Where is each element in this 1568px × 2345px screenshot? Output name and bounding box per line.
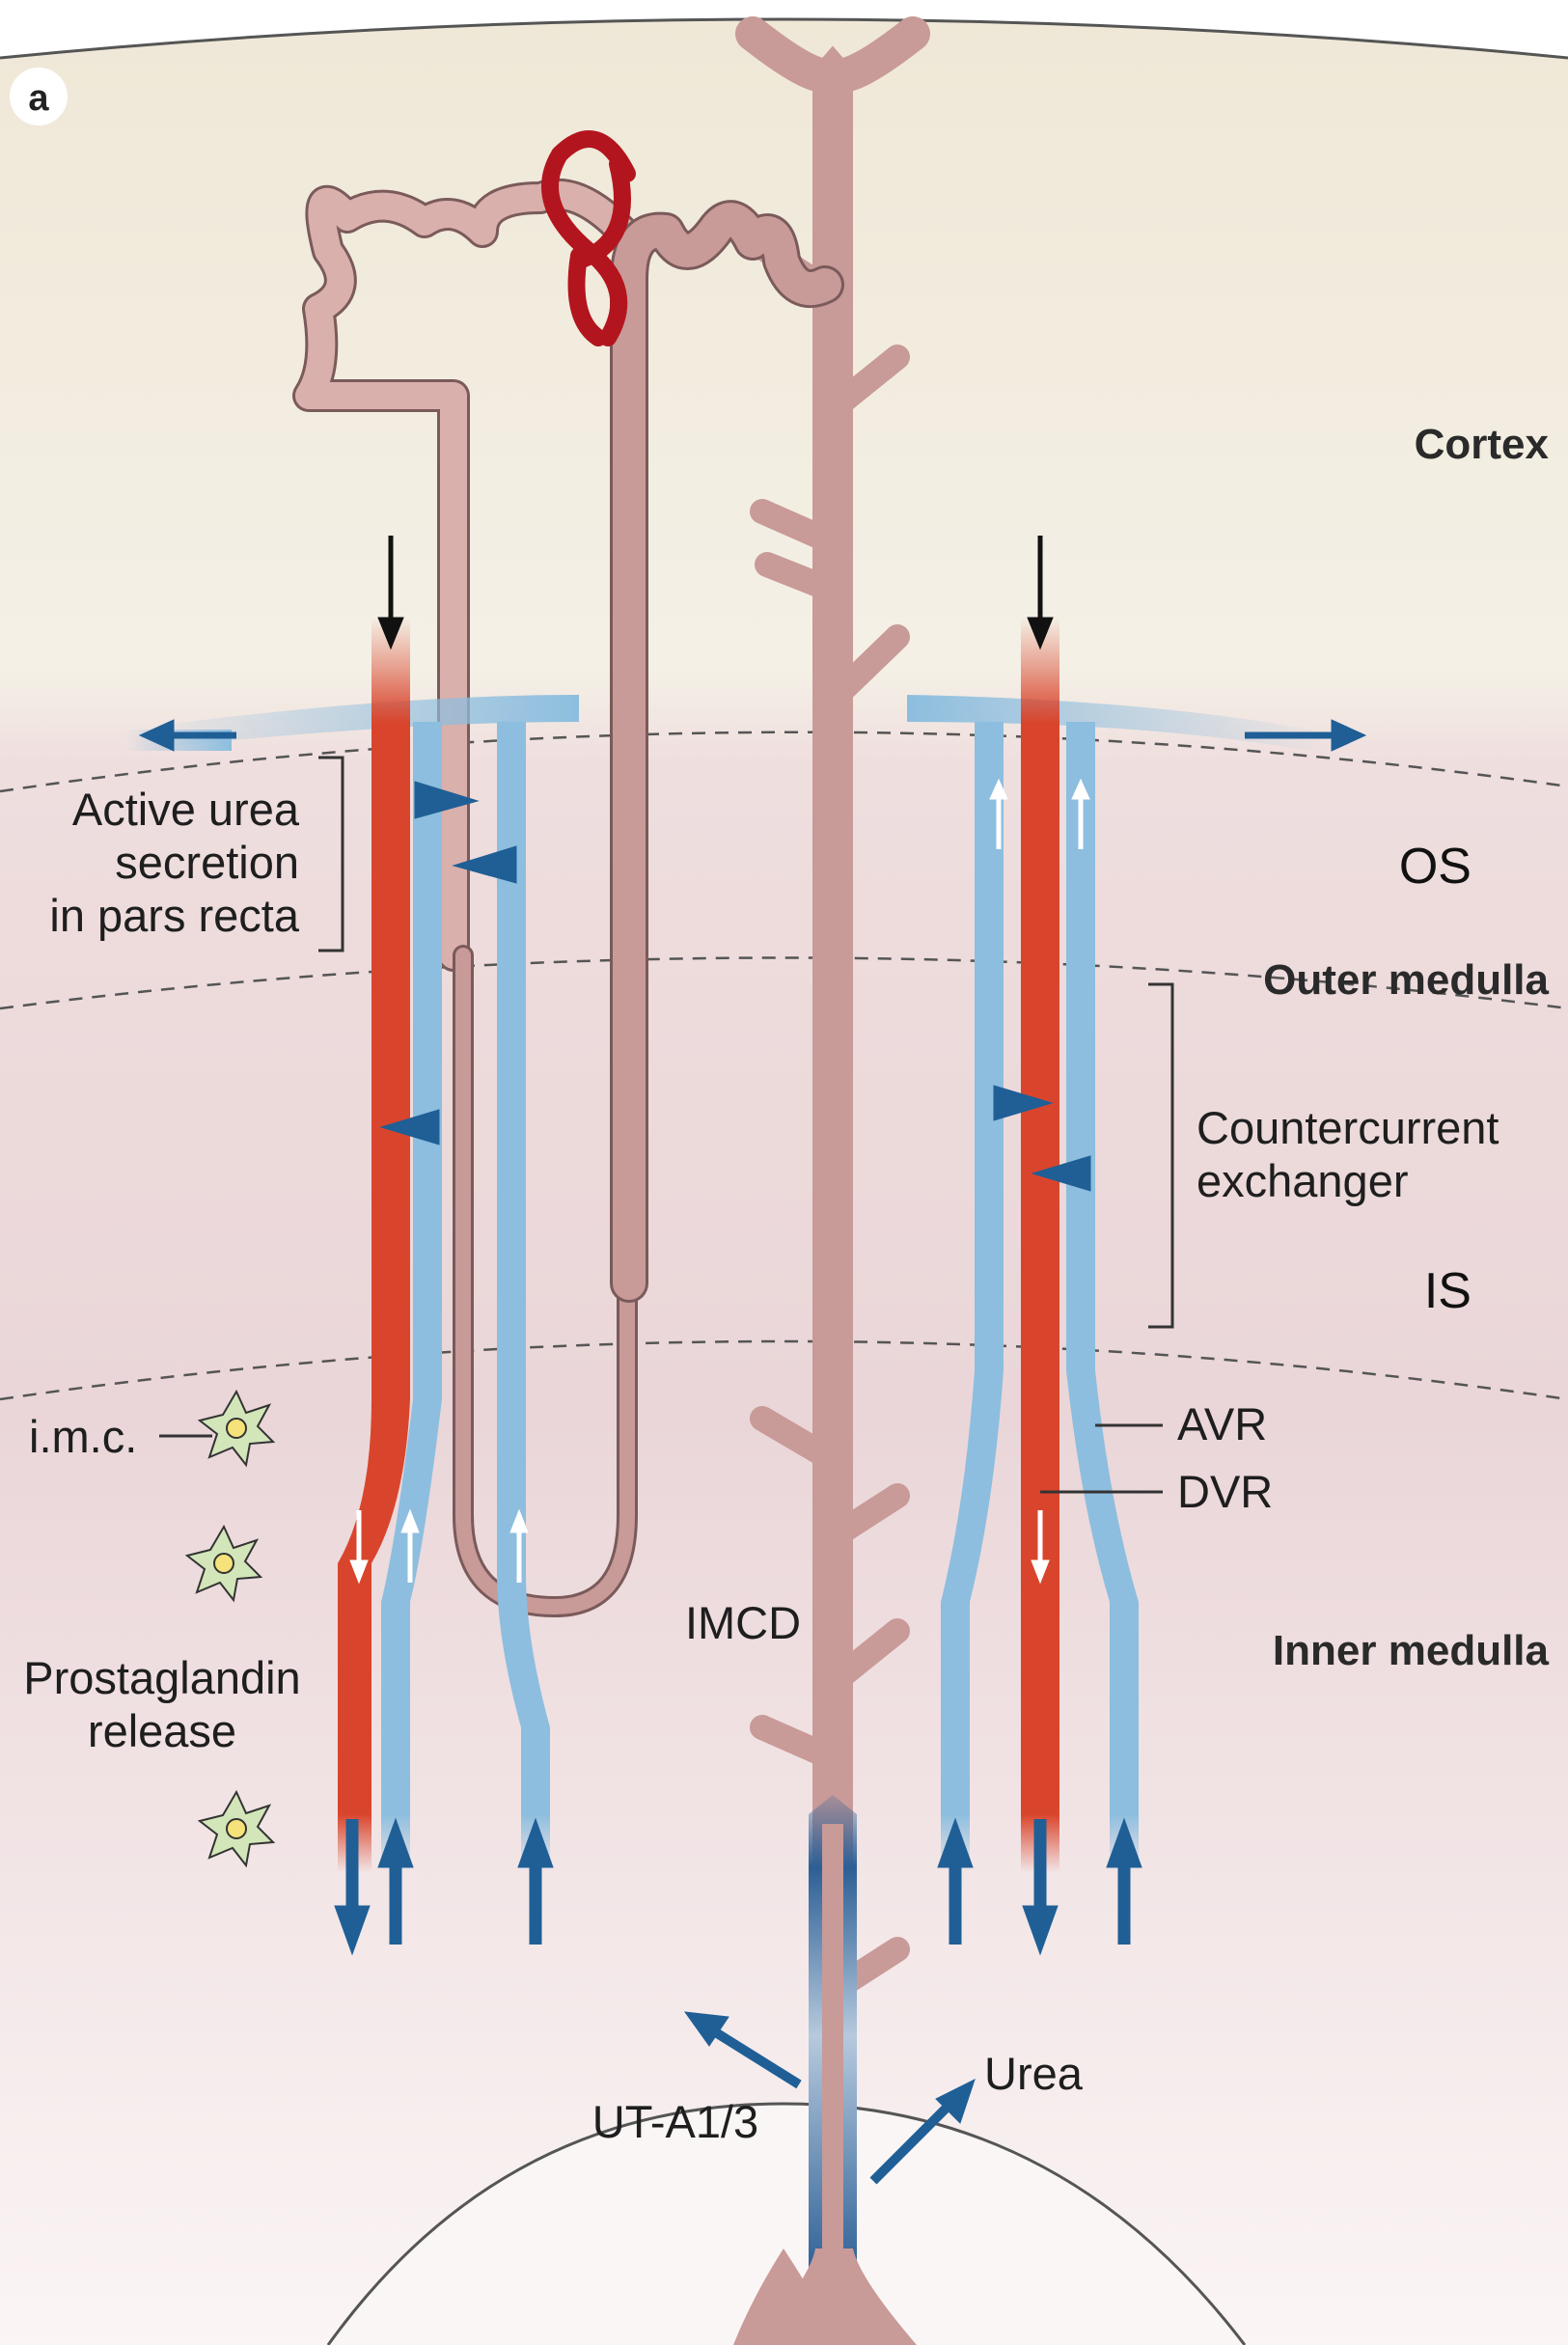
zone-os: OS [1399, 839, 1472, 895]
active-urea-line-3: in pars recta [49, 890, 299, 941]
zone-outer-medulla: Outer medulla [1263, 956, 1549, 1004]
boundary-cortex-os [0, 731, 1568, 793]
countercurrent-line-2: exchanger [1197, 1155, 1409, 1206]
capsule-line [0, 17, 1568, 60]
boundary-os-is [0, 956, 1568, 1010]
active-urea-line-1: Active urea [72, 784, 300, 835]
bracket-active-urea [318, 756, 344, 952]
zone-cortex: Cortex [1415, 421, 1550, 468]
imcd-label: IMCD [685, 1597, 801, 1648]
urea-label: Urea [984, 2048, 1084, 2099]
right-vasa-recta [907, 618, 1332, 1872]
interstitial-cells [184, 1389, 276, 1868]
flow-arrows [138, 719, 1367, 2185]
countercurrent-line-1: Countercurrent [1197, 1102, 1499, 1153]
boundary-is-inner [0, 1339, 1568, 1401]
imc-cell-1 [197, 1389, 276, 1468]
ut-a-label: UT-A1/3 [592, 2096, 758, 2147]
active-urea-line-2: secretion [115, 837, 299, 888]
right-avr-right [1066, 722, 1139, 1814]
bracket-countercurrent [1148, 982, 1174, 1329]
avr-label: AVR [1177, 1398, 1267, 1449]
left-dvr [338, 724, 410, 1814]
right-dvr [1021, 722, 1059, 1814]
papilla-outline [326, 2102, 1247, 2345]
left-vasa-recta [125, 618, 579, 1872]
white-arrows [349, 778, 1090, 1585]
prostaglandin-line-1: Prostaglandin [23, 1652, 300, 1703]
duct-branches [740, 229, 910, 2000]
panel-letter: a [28, 78, 49, 119]
collecting-duct [733, 16, 930, 2345]
imc-label: i.m.c. [29, 1411, 137, 1462]
inflow-arrows [377, 536, 1054, 650]
prostaglandin-line-2: release [88, 1705, 236, 1756]
dvr-label: DVR [1177, 1466, 1273, 1517]
nephron [292, 130, 844, 1617]
right-avr-left [941, 722, 1004, 1814]
zone-is: IS [1424, 1263, 1472, 1319]
leader-lines [159, 756, 1174, 1494]
imc-cell-2 [184, 1524, 263, 1603]
panel-label: a [10, 68, 68, 125]
imc-cell-3 [197, 1789, 276, 1868]
zone-inner-medulla: Inner medulla [1273, 1627, 1550, 1674]
